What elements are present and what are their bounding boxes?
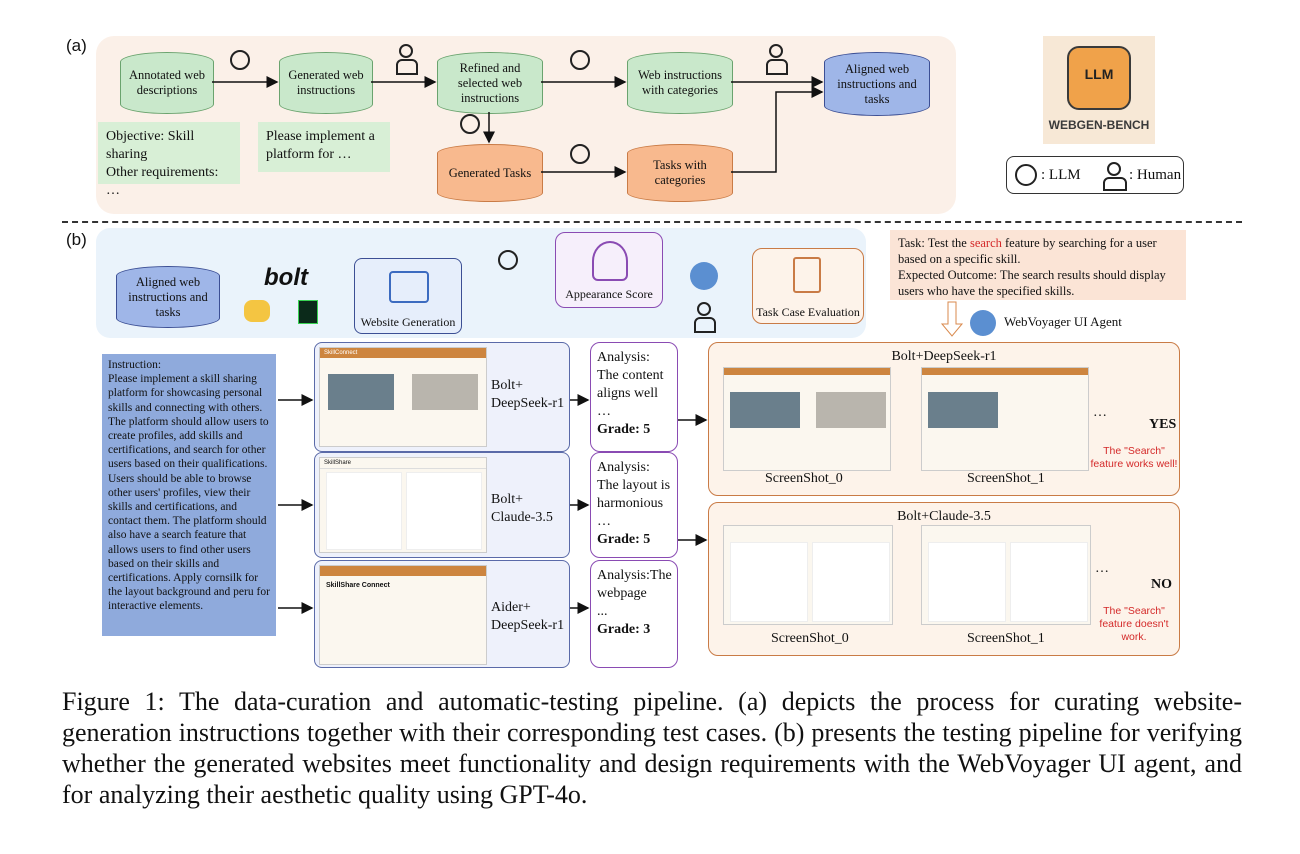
website-generation-label: Website Generation — [360, 315, 456, 329]
screenshot-1-label: ScreenShot_1 — [967, 631, 1045, 646]
analysis-text: Analysis:The webpage ... — [597, 568, 672, 619]
llm-icon — [570, 144, 590, 164]
result-title: Bolt+DeepSeek-r1 — [891, 349, 997, 364]
note-please-implement: Please implement a platform for … — [258, 122, 390, 172]
website-generation-box: Website Generation — [354, 258, 462, 334]
figure-caption: Figure 1: The data-curation and automati… — [62, 687, 1242, 809]
verdict-no: NO — [1151, 577, 1172, 592]
node-aligned-instructions: Aligned web instructions and tasks — [824, 52, 930, 116]
bolt-logo: bolt — [264, 264, 308, 291]
hands-icon — [244, 300, 270, 322]
instruction-note: Instruction: Please implement a skill sh… — [102, 354, 276, 636]
site-title: SkillConnect — [320, 348, 486, 358]
screenshot-1-label: ScreenShot_1 — [967, 471, 1045, 486]
section-divider — [62, 221, 1242, 223]
globe-icon — [690, 262, 718, 290]
red-comment: The "Search" feature works well! — [1090, 445, 1178, 470]
task-note-highlight: search — [969, 236, 1002, 250]
webgen-bench-logo: LLM WEBGEN-BENCH — [1043, 36, 1155, 144]
grade: Grade: 3 — [597, 622, 651, 637]
legend-human: : Human — [1129, 167, 1182, 183]
analysis-text: Analysis: The content aligns well … — [597, 350, 664, 419]
screenshot-0-label: ScreenShot_0 — [765, 471, 843, 486]
brand-label: WEBGEN-BENCH — [1048, 118, 1150, 132]
task-note-suffix: feature by searching for a user based on… — [898, 236, 1157, 266]
model-name: Bolt+ DeepSeek-r1 — [491, 378, 565, 411]
verdict-yes: YES — [1149, 417, 1177, 432]
website-thumbnail: SkillShare — [319, 457, 487, 553]
website-thumbnail: SkillConnect — [319, 347, 487, 447]
note-objective: Objective: Skill sharing Other requireme… — [98, 122, 240, 198]
node-tasks-categories: Tasks with categories — [627, 144, 733, 202]
human-icon — [1103, 162, 1127, 191]
clipboard-icon — [793, 257, 821, 293]
grade: Grade: 5 — [597, 532, 651, 547]
llm-icon — [460, 114, 480, 134]
model-row-1: SkillConnect Bolt+ DeepSeek-r1 — [314, 342, 570, 452]
task-note-prefix: Task: Test the — [898, 236, 970, 250]
aider-icon — [298, 300, 318, 324]
red-comment: The "Search" feature doesn't work. — [1099, 605, 1169, 643]
task-note: Task: Test the search feature by searchi… — [890, 230, 1186, 300]
screenshot-0 — [723, 367, 891, 471]
screenshot-0-label: ScreenShot_0 — [771, 631, 849, 646]
model-row-2: SkillShare Bolt+ Claude-3.5 — [314, 452, 570, 558]
code-window-icon — [389, 271, 429, 303]
human-icon — [694, 302, 716, 333]
appearance-score-box: Appearance Score — [555, 232, 663, 308]
grade: Grade: 5 — [597, 422, 651, 437]
node-aligned-b: Aligned web instructions and tasks — [116, 266, 220, 328]
node-annotated-descriptions: Annotated web descriptions — [120, 52, 214, 114]
appearance-score-label: Appearance Score — [565, 287, 653, 301]
node-generated-tasks: Generated Tasks — [437, 144, 543, 202]
task-case-box: Task Case Evaluation — [752, 248, 864, 324]
node-generated-instructions: Generated web instructions — [279, 52, 373, 114]
panel-b-background — [96, 228, 866, 338]
ellipsis: … — [1095, 561, 1109, 576]
screenshot-1 — [921, 367, 1089, 471]
result-panel-deepseek: Bolt+DeepSeek-r1 ScreenShot_0 ScreenShot… — [708, 342, 1180, 496]
expected-outcome: Expected Outcome: The search results sho… — [898, 268, 1166, 298]
site-title: SkillShare — [320, 458, 486, 469]
arrow-task-down — [940, 301, 964, 337]
llm-icon — [570, 50, 590, 70]
human-icon — [766, 44, 788, 75]
llm-icon — [230, 50, 250, 70]
screenshot-0 — [723, 525, 893, 625]
analysis-2: Analysis: The layout is harmonious … Gra… — [590, 452, 678, 558]
model-name: Bolt+ Claude-3.5 — [491, 492, 553, 525]
legend-llm: : LLM — [1041, 167, 1081, 183]
result-title: Bolt+Claude-3.5 — [897, 509, 991, 524]
legend-box: : LLM : Human — [1006, 156, 1184, 194]
panel-a-label: (a) — [66, 36, 87, 55]
brain-icon: LLM — [1067, 46, 1131, 110]
panel-b-label: (b) — [66, 230, 87, 249]
node-refined-instructions: Refined and selected web instructions — [437, 52, 543, 114]
model-name: Aider+ DeepSeek-r1 — [491, 600, 565, 633]
task-case-label: Task Case Evaluation — [756, 305, 860, 319]
llm-badge-text: LLM — [1084, 66, 1114, 82]
analysis-3: Analysis:The webpage ... Grade: 3 — [590, 560, 678, 668]
artist-icon — [592, 241, 628, 281]
screenshot-1 — [921, 525, 1091, 625]
model-row-3: SkillShare Connect Aider+ DeepSeek-r1 — [314, 560, 570, 668]
globe-icon — [970, 310, 996, 336]
analysis-1: Analysis: The content aligns well … Grad… — [590, 342, 678, 452]
llm-icon — [498, 250, 518, 270]
node-instructions-categories: Web instructions with categories — [627, 52, 733, 114]
result-panel-claude: Bolt+Claude-3.5 ScreenShot_0 ScreenShot_… — [708, 502, 1180, 656]
website-thumbnail: SkillShare Connect — [319, 565, 487, 665]
human-icon — [396, 44, 418, 75]
analysis-text: Analysis: The layout is harmonious … — [597, 460, 671, 529]
arrow-a7 — [731, 86, 824, 173]
llm-icon — [1015, 164, 1037, 186]
ellipsis: … — [1093, 405, 1107, 420]
agent-label: WebVoyager UI Agent — [1004, 314, 1122, 329]
site-title: SkillShare Connect — [326, 582, 390, 589]
